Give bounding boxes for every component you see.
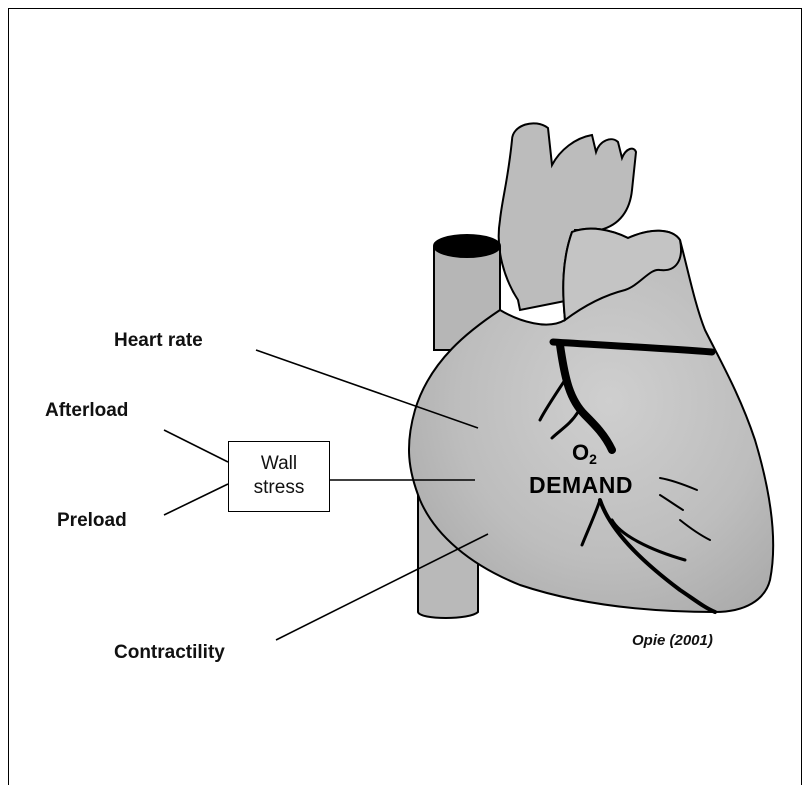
o2-subscript: 2 [589,451,597,467]
demand-label: DEMAND [529,472,633,499]
afterload-label: Afterload [45,400,128,422]
heart-rate-label: Heart rate [114,330,203,352]
wall-stress-line1: Wall [229,452,329,476]
o2-label: O2 [572,440,597,467]
contractility-label: Contractility [114,642,225,664]
wall-stress-box: Wall stress [228,441,330,512]
preload-label: Preload [57,510,127,532]
vena-cava-opening [434,235,500,257]
credit-label: Opie (2001) [632,632,713,649]
o2-text: O [572,440,589,465]
wall-stress-line2: stress [229,476,329,500]
